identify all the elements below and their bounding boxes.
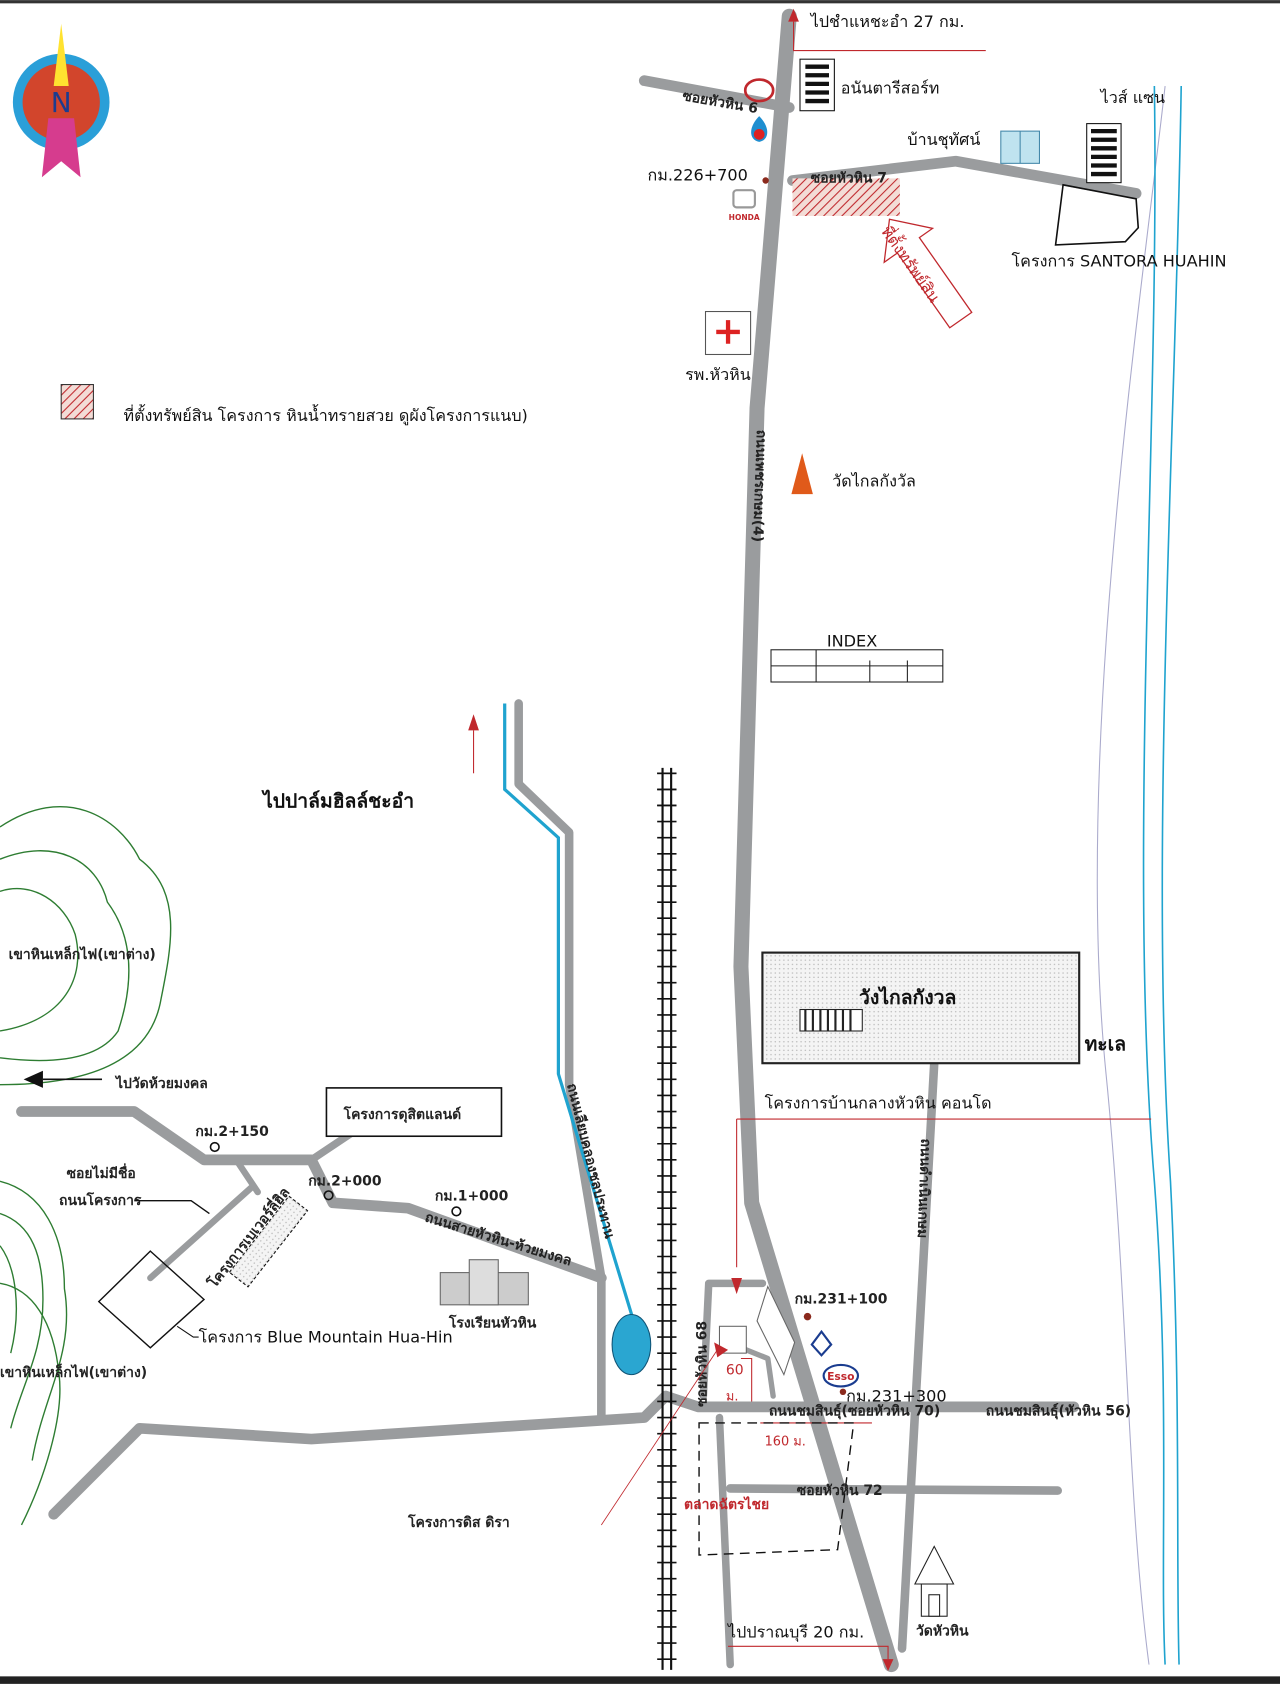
distance-160: 160 ม. [765,1434,806,1449]
place-baan-klang-condo: โครงการบ้านกลางหัวหิน คอนโด [765,1093,992,1112]
palace-area [761,951,1081,1065]
road-label-chomsin-70: ถนนชมสินธุ์(ซอยหัวหิน 70) [769,1402,940,1419]
road-label-soi-7: ซอยหัวหิน 7 [811,171,887,187]
railway [657,767,677,1670]
building-icon [1086,123,1122,184]
km-2-000: กม.2+000 [308,1174,382,1190]
bank-logo-icon [810,1329,833,1357]
index-store-icon [770,649,944,683]
temple-stupa-icon [791,453,813,495]
km-231-100: กม.231+100 [795,1292,888,1308]
north-compass-icon: N [12,23,110,178]
place-dusit-land: โครงการดุสิตแลนด์ [343,1105,462,1123]
direction-chaam: ไปชำแหชะอำ 27 กม. [809,12,965,31]
legend-swatch [60,384,94,420]
place-school: โรงเรียนหัวหิน [448,1313,537,1331]
road-label-soi-68: ซอยหัวหิน 68 [695,1321,711,1407]
label-sea: ทะเล [1085,1032,1127,1055]
place-wat-klai-kangwon: วัดไกลกังวัล [832,472,916,491]
north-label: N [51,86,72,119]
house-icon [1000,130,1040,164]
place-anantara: อนันตารีสอร์ท [841,79,940,98]
chatchai-market-area [698,1422,855,1556]
hospital-icon [704,310,752,356]
km-1-000: กม.1+000 [435,1189,509,1205]
place-hospital: รพ.หัวหิน [685,365,751,384]
coastline [1096,85,1183,1665]
direction-palm-hills: ไปปาล์มฮิลล์ชะอำ [261,790,414,813]
km-231-300: กม.231+300 [846,1386,946,1405]
place-mountain-2: เขาหินเหล็กไฟ(เขาต่าง) [0,1363,147,1381]
road-label-soi-72: ซอยหัวหิน 72 [797,1483,883,1499]
road-label-beach: ถนนดำเนินเกษม [914,1138,933,1238]
railway-ties [657,772,677,1660]
place-mountain-1: เขาหินเหล็กไฟ(เขาต่าง) [9,945,156,963]
property-arrow [883,218,973,329]
ptt-logo-icon [751,116,768,142]
km-marker-icons [209,1141,462,1217]
road-network [16,8,1142,1673]
esso-label: Esso [827,1370,854,1383]
santora-plot [1054,183,1140,246]
place-baan-chuthat: บ้านชุทัศน์ [907,130,980,150]
honda-logo-icon: HONDA [729,189,760,222]
place-wat-hua-hin: วัดหัวหิน [916,1624,969,1640]
road-label-phetkasem: ถนนเพชรเกษม(4) [749,430,769,543]
direction-pranburi: ไปปราณบุรี 20 กม. [726,1623,864,1643]
place-chatchai-market: ตลาดฉัตรไชย [684,1495,769,1513]
toyota-logo-icon [743,78,775,103]
reservoir [611,1313,652,1376]
canal [503,703,636,1322]
place-wang-klai-kangwon: วังไกลกังวล [859,986,956,1009]
place-index: INDEX [827,632,877,651]
legend-text: ที่ตั้งทรัพย์สิน โครงการ หินน้ำทรายสวย ด… [123,404,527,426]
road-label-chomsin-56: ถนนชมสินธุ์(หัวหิน 56) [986,1402,1131,1419]
km-226-700: กม.226+700 [648,166,748,185]
km-2-150: กม.2+150 [195,1124,269,1140]
building-icon [799,58,835,112]
esso-logo-icon: Esso [822,1363,860,1388]
place-dis-dira: โครงการดิส ดิรา [407,1513,510,1531]
distance-60: 60 [726,1363,744,1379]
property-site [792,178,900,216]
road-label-project-road: ถนนโครงการ [59,1191,142,1209]
blue-mountain-plot [97,1250,206,1349]
palace-icon [799,1008,863,1032]
place-blue-mountain: โครงการ Blue Mountain Hua-Hin [199,1327,453,1346]
road-label-unnamed-soi: ซอยไม่มีชื่อ [67,1163,136,1182]
temple-icon [914,1545,955,1617]
place-santora: โครงการ SANTORA HUAHIN [1012,251,1227,270]
honda-label: HONDA [729,213,760,222]
school-icon [439,1259,529,1306]
place-white-sand: ไวส์ แซน [1099,88,1165,107]
contour-lines [0,806,172,1526]
direction-wat-huai-mongkol: ไปวัดห้วยมงคล [114,1074,208,1092]
distance-60-unit: ม. [726,1389,739,1404]
